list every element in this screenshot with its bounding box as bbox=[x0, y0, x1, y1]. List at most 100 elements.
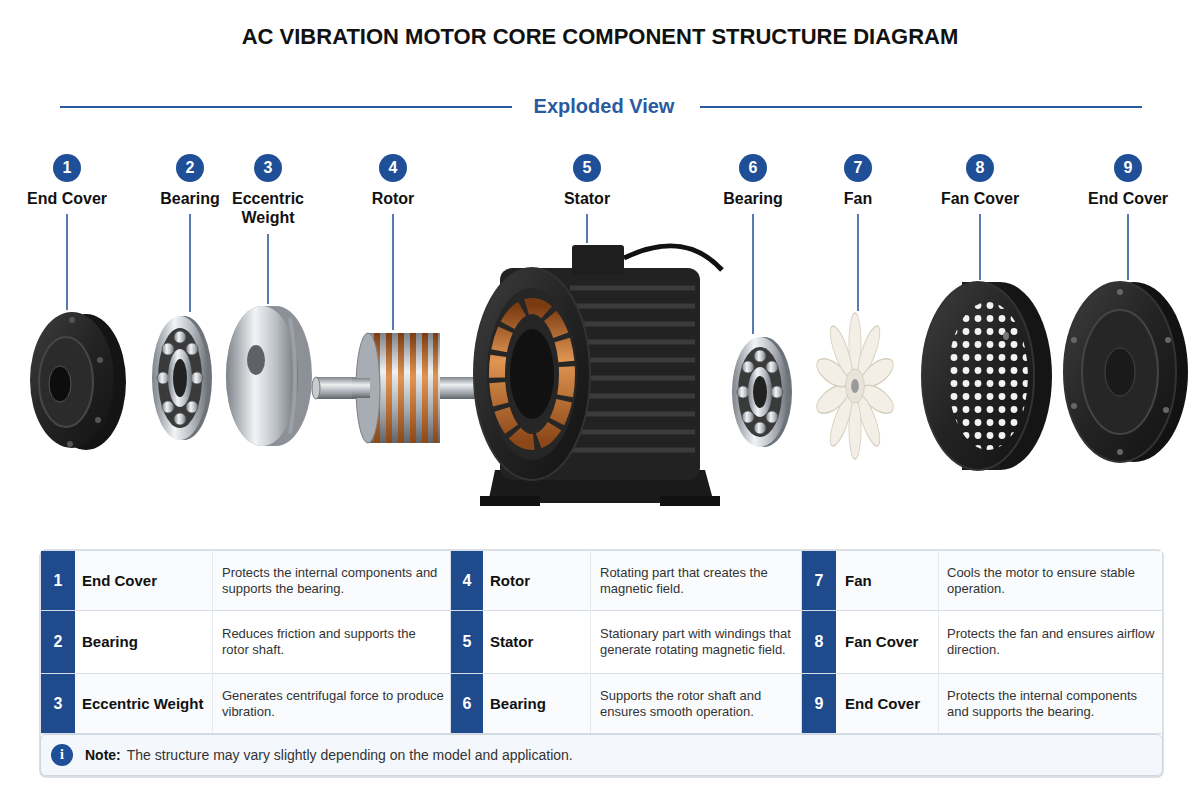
table-part-name: End Cover bbox=[82, 572, 157, 590]
table-number: 9 bbox=[815, 695, 824, 713]
note-text: The structure may vary slightly dependin… bbox=[127, 747, 573, 763]
end-cover-drawing bbox=[1064, 282, 1188, 462]
eccentric-weight-drawing-part bbox=[226, 306, 298, 446]
fan-drawing-part bbox=[851, 379, 859, 393]
bearing-drawing-part-part bbox=[766, 411, 778, 423]
table-name-cell: Eccentric Weight bbox=[82, 674, 210, 733]
bearing-drawing-part bbox=[173, 359, 187, 397]
table-number: 2 bbox=[54, 633, 63, 651]
table-number-box: 9 bbox=[802, 674, 836, 733]
stator-drawing bbox=[474, 245, 722, 506]
table-description-cell: Rotating part that creates the magnetic … bbox=[600, 551, 796, 610]
end-cover-drawing-part bbox=[1071, 337, 1077, 343]
bearing-drawing-part-part bbox=[162, 343, 174, 355]
table-description: Protects the internal components and sup… bbox=[947, 688, 1155, 720]
table-description-cell: Reduces friction and supports the rotor … bbox=[222, 611, 444, 673]
fan-cover-drawing-part bbox=[1003, 332, 1009, 340]
table-part-name: Fan bbox=[845, 572, 872, 590]
rotor-drawing-part bbox=[352, 378, 370, 398]
rotor-drawing-part-part bbox=[410, 333, 416, 443]
bearing-drawing-part-part bbox=[157, 372, 169, 384]
table-name-cell: Stator bbox=[490, 611, 588, 673]
bearing-drawing bbox=[732, 337, 792, 447]
callout-circle: 4Rotor bbox=[379, 154, 407, 182]
callout-number: 6 bbox=[739, 154, 767, 182]
end-cover-drawing-part bbox=[1117, 449, 1123, 455]
end-cover-drawing-part bbox=[39, 337, 93, 427]
eccentric-weight-drawing-part bbox=[247, 345, 265, 375]
table-name-cell: End Cover bbox=[82, 551, 210, 610]
table-description-cell: Protects the fan and ensures airflow dir… bbox=[947, 611, 1155, 673]
bearing-drawing-part bbox=[748, 367, 772, 417]
part-name: Bearing bbox=[698, 189, 808, 208]
table-part-name: Bearing bbox=[82, 633, 138, 651]
end-cover-drawing-part bbox=[69, 317, 75, 323]
callout-number: 2 bbox=[176, 154, 204, 182]
part-name: Fan Cover bbox=[920, 189, 1040, 208]
end-cover-drawing-part bbox=[1071, 403, 1077, 409]
stator-drawing-part bbox=[510, 329, 554, 419]
table-description: Rotating part that creates the magnetic … bbox=[600, 565, 796, 597]
parts-table-part bbox=[41, 674, 1162, 733]
leader-line-part bbox=[267, 234, 269, 304]
table-number-box: 4 bbox=[451, 551, 483, 610]
table-part-name: Rotor bbox=[490, 572, 530, 590]
bearing-drawing-part bbox=[753, 376, 767, 408]
table-name-cell: End Cover bbox=[845, 674, 937, 733]
bearing-drawing-part-part bbox=[742, 411, 754, 423]
bearing-drawing-part bbox=[152, 316, 208, 440]
bearing-drawing-part-part bbox=[737, 386, 749, 398]
note-box: Note:The structure may vary slightly dep… bbox=[40, 734, 1163, 776]
table-description: Reduces friction and supports the rotor … bbox=[222, 626, 444, 658]
callout-number: 8 bbox=[966, 154, 994, 182]
table-name-cell: Fan bbox=[845, 551, 937, 610]
callout-number: 1 bbox=[53, 154, 81, 182]
table-description-cell: Generates centrifugal force to produce v… bbox=[222, 674, 444, 733]
callout-number: 4 bbox=[379, 154, 407, 182]
callout-number: 7 bbox=[844, 154, 872, 182]
table-number: 3 bbox=[54, 695, 63, 713]
stator-drawing-part bbox=[624, 246, 722, 270]
fan-drawing bbox=[815, 313, 895, 459]
callout-number: 9 bbox=[1114, 154, 1142, 182]
parts-table bbox=[40, 550, 1163, 777]
table-number-box: 8 bbox=[802, 611, 836, 673]
parts-table-part bbox=[40, 610, 1163, 611]
eccentric-weight-drawing bbox=[226, 306, 312, 446]
end-cover-drawing-part bbox=[1163, 407, 1169, 413]
rotor-drawing-part bbox=[374, 333, 438, 443]
parts-table-part bbox=[212, 550, 213, 733]
end-cover-drawing-part bbox=[49, 366, 71, 402]
bearing-drawing-part-part bbox=[754, 422, 766, 434]
end-cover-drawing-part bbox=[1064, 282, 1176, 462]
end-cover-drawing-part bbox=[1117, 289, 1123, 295]
bearing-drawing-part-part bbox=[771, 386, 783, 398]
table-number-box: 1 bbox=[41, 551, 75, 610]
part-name: Fan bbox=[803, 189, 913, 208]
parts-table-part bbox=[40, 673, 1163, 674]
bearing-drawing-part-part bbox=[186, 401, 198, 413]
table-number: 4 bbox=[463, 572, 472, 590]
bearing-drawing-part-part bbox=[174, 413, 186, 425]
rotor-drawing-part bbox=[312, 377, 320, 399]
rotor-drawing-part-part bbox=[386, 333, 392, 443]
diagram-title: AC VIBRATION MOTOR CORE COMPONENT STRUCT… bbox=[0, 24, 1200, 50]
stator-drawing-part bbox=[474, 268, 590, 480]
rotor-drawing-part-part bbox=[433, 333, 438, 443]
eccentric-weight-drawing-part bbox=[226, 306, 312, 446]
leader-line-part bbox=[979, 214, 981, 280]
table-number-box: 2 bbox=[41, 611, 75, 673]
bearing-drawing-part-part bbox=[742, 361, 754, 373]
table-number-box: 5 bbox=[451, 611, 483, 673]
stator-drawing-part-part bbox=[570, 430, 695, 435]
bearing-drawing-part-part bbox=[754, 350, 766, 362]
table-name-cell: Fan Cover bbox=[845, 611, 937, 673]
bearing-drawing-part-part bbox=[766, 361, 778, 373]
callout-circle: 7Fan bbox=[844, 154, 872, 182]
bearing-drawing-part bbox=[737, 350, 783, 434]
callout-number: 3 bbox=[254, 154, 282, 182]
leader-line-part bbox=[1127, 214, 1129, 280]
part-name: Rotor bbox=[338, 189, 448, 208]
